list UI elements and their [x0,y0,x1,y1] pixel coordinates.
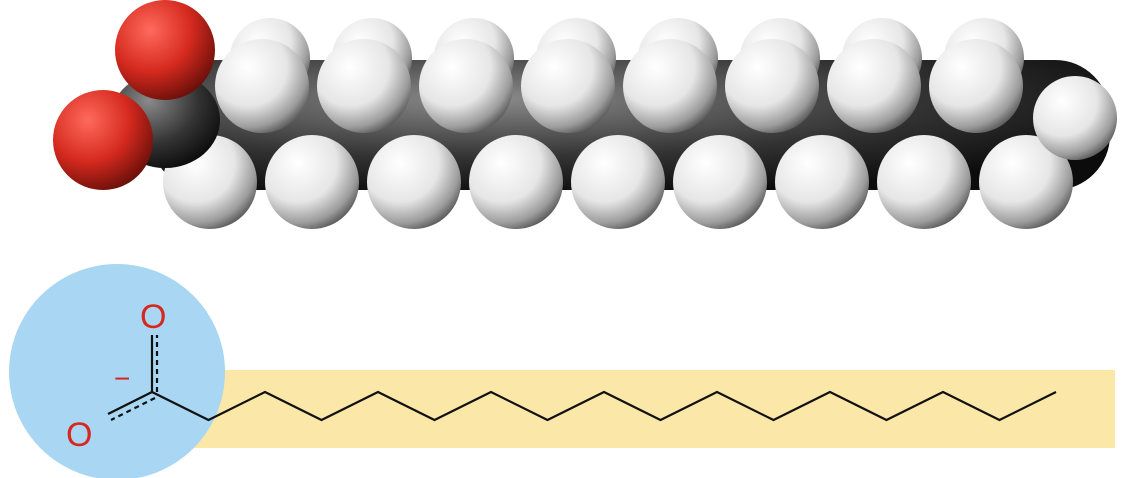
hydrogen-top-row [215,39,1023,133]
hydrophobic-tail-band [180,370,1115,448]
oxygen-label-top: O [140,298,166,336]
oxygen-atom-bottom [53,90,153,190]
hydrogen-atom-top [827,39,921,133]
oxygen-atom-top [115,0,215,100]
hydrogen-atom-top [215,39,309,133]
hydrogen-atom-top [725,39,819,133]
hydrogen-atom-top [419,39,513,133]
hydrophilic-head-circle [9,264,225,478]
hydrogen-atom-top [929,39,1023,133]
c-o-bond-bottom-solid [107,391,153,415]
hydrogen-atom-bottom [469,135,563,229]
hydrogen-atom-bottom [265,135,359,229]
negative-charge-label: − [114,363,130,394]
oxygen-label-bottom: O [66,416,92,454]
space-filling-model [53,0,1117,229]
hydrogen-atom-bottom [673,135,767,229]
hydrogen-atom-top [521,39,615,133]
hydrogen-atom-bottom [775,135,869,229]
hydrocarbon-chain [151,390,1057,422]
hydrogen-atom-bottom [367,135,461,229]
hydrogen-bottom-row [163,135,1073,229]
hydrogen-atom-bottom [571,135,665,229]
structural-formula: O O − [9,264,1115,478]
hydrogen-atom-top [623,39,717,133]
hydrogen-atom-bottom [979,135,1073,229]
hydrogen-atom-top [317,39,411,133]
terminal-hydrogen-atom [1033,76,1117,160]
hydrogen-atom-bottom [877,135,971,229]
c-o-bond-bottom-dashed [110,397,156,421]
